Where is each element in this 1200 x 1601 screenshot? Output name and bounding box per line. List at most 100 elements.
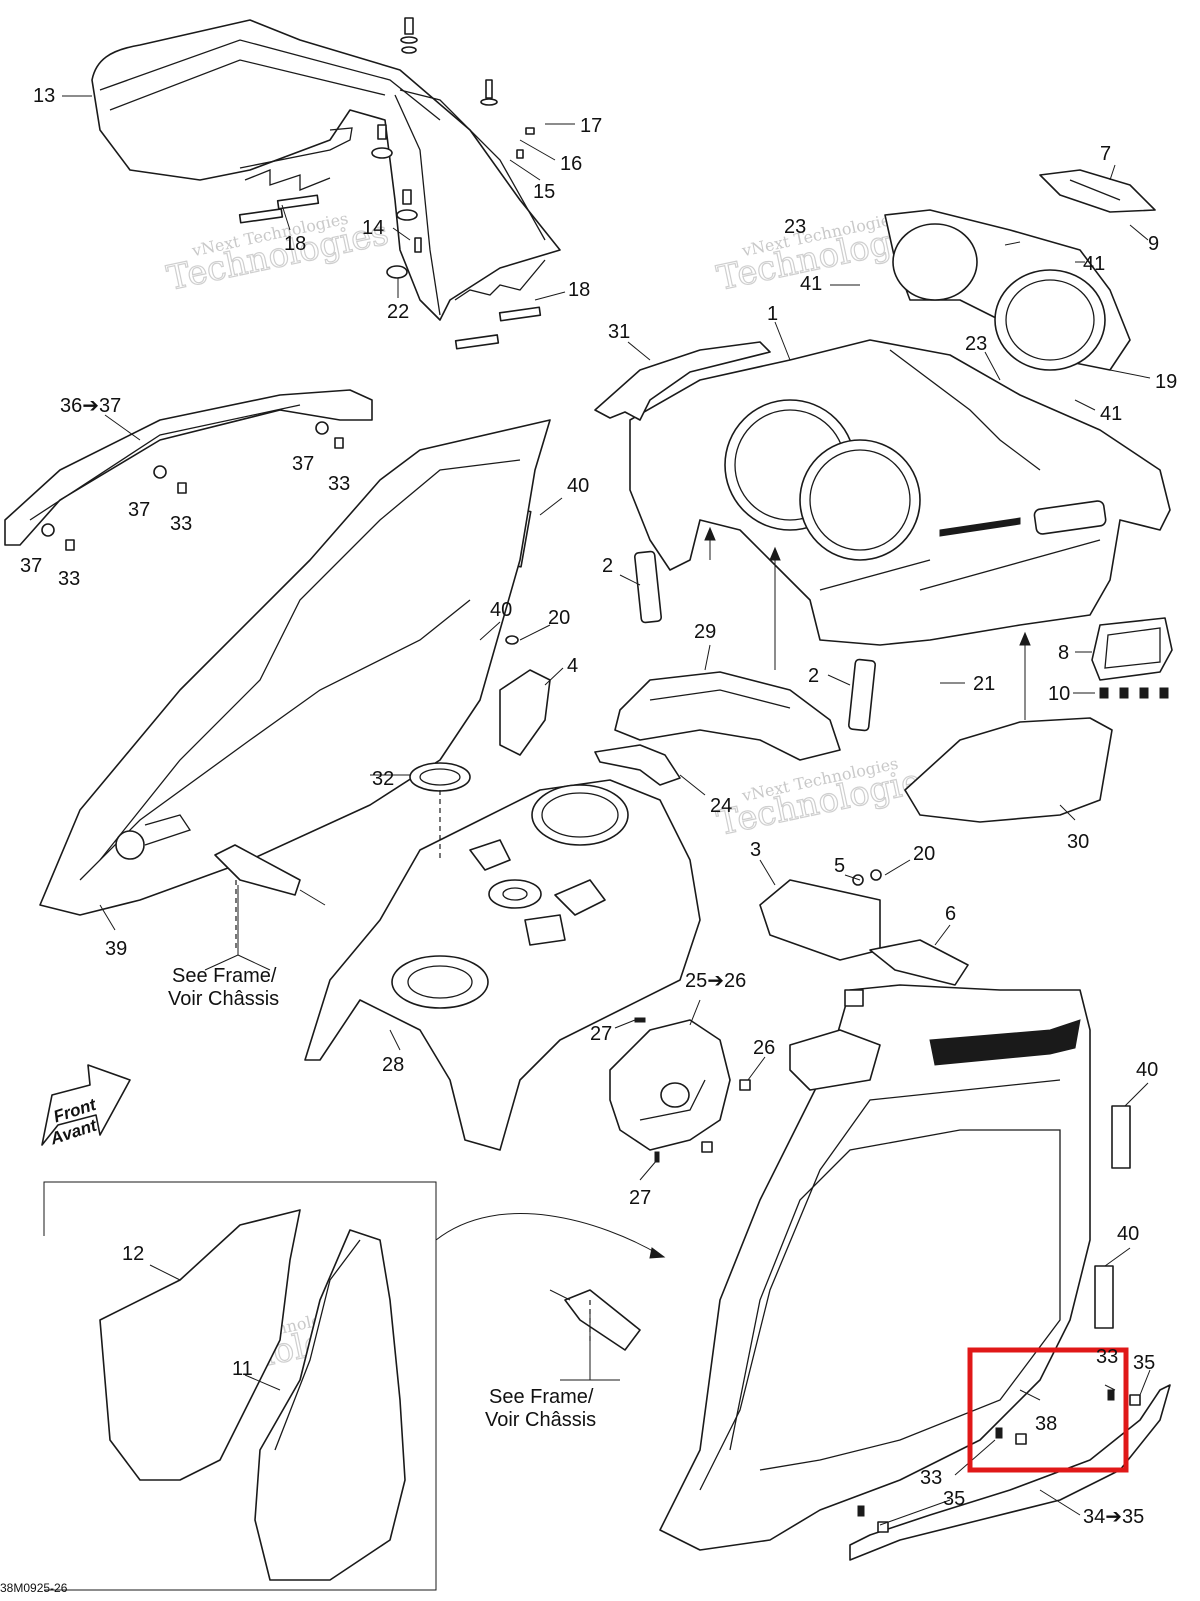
see-frame-text: See Frame/ <box>489 1386 594 1408</box>
callout-33[interactable]: 33 <box>328 473 350 495</box>
part-13-windshield[interactable] <box>91 19 561 321</box>
callout-35[interactable]: 35 <box>943 1488 965 1510</box>
part-36-handle[interactable] <box>4 389 373 546</box>
part-39-side-panel[interactable] <box>39 419 551 916</box>
callout-33[interactable]: 33 <box>58 568 80 590</box>
callout-20[interactable]: 20 <box>548 607 570 629</box>
callout-23[interactable]: 23 <box>965 333 987 355</box>
see-frame-note: See Frame/ Voir Châssis <box>168 965 279 1010</box>
callout-41[interactable]: 41 <box>1100 403 1122 425</box>
part-31-trim[interactable] <box>594 341 771 421</box>
callout-2[interactable]: 2 <box>602 555 613 577</box>
part-34-trim[interactable] <box>849 1384 1171 1561</box>
part-3-bracket[interactable] <box>759 879 881 961</box>
callout-40[interactable]: 40 <box>1117 1223 1139 1245</box>
front-arrow: Front Avant <box>41 1064 131 1149</box>
part-7-cover[interactable] <box>1039 169 1156 213</box>
part-26-grommets[interactable] <box>634 1017 751 1163</box>
callout-37[interactable]: 37 <box>128 499 150 521</box>
callouts: 13 17 16 15 18 14 22 18 7 23 9 41 41 1 3… <box>20 85 1177 1528</box>
callout-13[interactable]: 13 <box>33 85 55 107</box>
callout-35[interactable]: 35 <box>1133 1352 1155 1374</box>
callout-16[interactable]: 16 <box>560 153 582 175</box>
callout-40[interactable]: 40 <box>567 475 589 497</box>
see-frame-text: Voir Châssis <box>168 988 279 1010</box>
callout-27[interactable]: 27 <box>629 1187 651 1209</box>
callout-1[interactable]: 1 <box>767 303 778 325</box>
part-24-bracket[interactable] <box>594 744 681 786</box>
part-12-panel[interactable] <box>99 1209 301 1481</box>
callout-6[interactable]: 6 <box>945 903 956 925</box>
callout-4[interactable]: 4 <box>567 655 578 677</box>
callout-38[interactable]: 38 <box>1035 1413 1057 1435</box>
callout-8[interactable]: 8 <box>1058 642 1069 664</box>
part-37-bushings[interactable] <box>41 421 344 551</box>
callout-36-37[interactable]: 36➔37 <box>60 395 121 417</box>
see-frame-text: See Frame/ <box>172 965 277 987</box>
callout-41[interactable]: 41 <box>800 273 822 295</box>
part-25-reservoir[interactable] <box>609 1019 731 1151</box>
part-6-bracket[interactable] <box>869 939 969 986</box>
callout-7[interactable]: 7 <box>1100 143 1111 165</box>
callout-25-26[interactable]: 25➔26 <box>685 970 746 992</box>
callout-12[interactable]: 12 <box>122 1243 144 1265</box>
part-32-ring[interactable] <box>409 762 471 792</box>
callout-30[interactable]: 30 <box>1067 831 1089 853</box>
callout-40[interactable]: 40 <box>1136 1059 1158 1081</box>
callout-33[interactable]: 33 <box>920 1467 942 1489</box>
handle-see-frame-2[interactable] <box>549 1289 641 1351</box>
highlight-box <box>967 1347 1129 1473</box>
callout-40[interactable]: 40 <box>490 599 512 621</box>
callout-26[interactable]: 26 <box>753 1037 775 1059</box>
callout-23[interactable]: 23 <box>784 216 806 238</box>
part-11-panel[interactable] <box>254 1229 406 1581</box>
callout-32[interactable]: 32 <box>372 768 394 790</box>
callout-37[interactable]: 37 <box>292 453 314 475</box>
callout-11[interactable]: 11 <box>232 1358 253 1380</box>
callout-41[interactable]: 41 <box>1083 253 1105 275</box>
callout-20[interactable]: 20 <box>913 843 935 865</box>
callout-39[interactable]: 39 <box>105 938 127 960</box>
direction-arrows <box>435 241 1031 1259</box>
callout-37[interactable]: 37 <box>20 555 42 577</box>
part-30-pad[interactable] <box>904 717 1113 823</box>
callout-29[interactable]: 29 <box>694 621 716 643</box>
part-10-screws[interactable] <box>1099 687 1169 699</box>
callout-10[interactable]: 10 <box>1048 683 1070 705</box>
callout-17[interactable]: 17 <box>580 115 602 137</box>
part-38-side-panel[interactable] <box>659 984 1091 1551</box>
part-29-cover[interactable] <box>614 671 841 761</box>
callout-19[interactable]: 19 <box>1155 371 1177 393</box>
callout-3[interactable]: 3 <box>750 839 761 861</box>
callout-31[interactable]: 31 <box>608 321 630 343</box>
callout-15[interactable]: 15 <box>533 181 555 203</box>
callout-5[interactable]: 5 <box>834 855 845 877</box>
callout-18[interactable]: 18 <box>284 233 306 255</box>
callout-28[interactable]: 28 <box>382 1054 404 1076</box>
callout-18[interactable]: 18 <box>568 279 590 301</box>
part-8-vent[interactable] <box>1091 617 1173 681</box>
callout-24[interactable]: 24 <box>710 795 732 817</box>
callout-27[interactable]: 27 <box>590 1023 612 1045</box>
part-5-fasteners[interactable] <box>852 869 882 886</box>
part-19-gauge-housing[interactable] <box>884 209 1131 371</box>
callout-33[interactable]: 33 <box>170 513 192 535</box>
callout-21[interactable]: 21 <box>973 673 995 695</box>
windshield-fasteners[interactable] <box>371 17 535 279</box>
part-28-tank-panel[interactable] <box>304 779 701 1151</box>
part-4-bracket[interactable] <box>499 635 551 756</box>
part-18-clips[interactable] <box>238 194 542 350</box>
callout-34-35[interactable]: 34➔35 <box>1083 1506 1144 1528</box>
part-1-upper-console[interactable] <box>629 339 1171 646</box>
part-2-latch[interactable] <box>633 550 877 732</box>
callout-2[interactable]: 2 <box>808 665 819 687</box>
callout-22[interactable]: 22 <box>387 301 409 323</box>
callout-14[interactable]: 14 <box>362 217 384 239</box>
handle-see-frame-1[interactable] <box>214 844 326 906</box>
figure-ref: 38M0925-26 <box>0 1581 68 1595</box>
callout-33[interactable]: 33 <box>1096 1346 1118 1368</box>
callout-9[interactable]: 9 <box>1148 233 1159 255</box>
inset-box <box>43 1181 437 1591</box>
